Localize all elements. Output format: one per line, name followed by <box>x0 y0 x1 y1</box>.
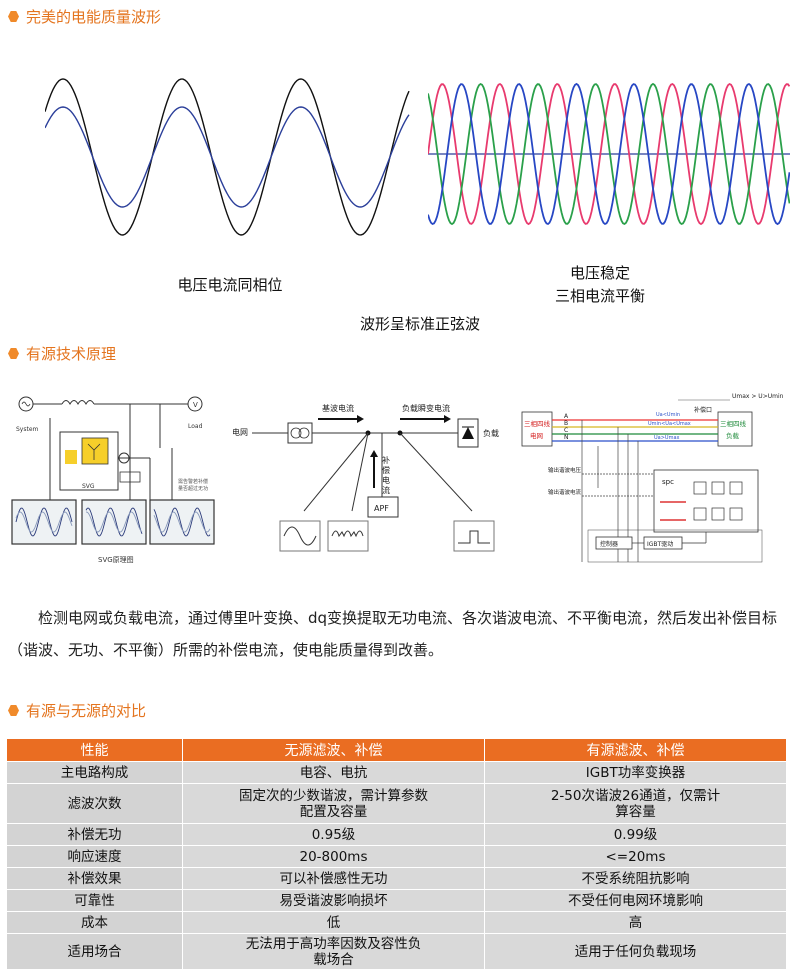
passive-cell: 20-800ms <box>182 845 485 868</box>
svg-text:Ua<Umin: Ua<Umin <box>656 412 680 418</box>
row-label-cell: 适用场合 <box>6 933 183 970</box>
apf-fundamental-label: 基波电流 <box>322 403 354 413</box>
waveform-center-caption: 波形呈标准正弦波 <box>359 315 480 333</box>
table-row: 补偿效果可以补偿感性无功不受系统阻抗影响 <box>6 867 787 890</box>
row-label-cell: 主电路构成 <box>6 761 183 784</box>
igbt-label: IGBT驱动 <box>647 541 673 548</box>
active-cell: 高 <box>484 911 787 934</box>
section-title-text: 完美的电能质量波形 <box>26 8 162 26</box>
hexagon-bullet-icon <box>8 348 19 359</box>
table-row: 成本低高 <box>6 911 787 934</box>
svg-system-label: System <box>16 426 39 433</box>
row-label-cell: 补偿效果 <box>6 867 183 890</box>
active-cell: IGBT功率变换器 <box>484 761 787 784</box>
row-label-cell: 滤波次数 <box>6 783 183 824</box>
table-row: 适用场合无法用于高功率因数及容性负载场合适用于任何负载现场 <box>6 933 787 970</box>
caption-line: 三相电流平衡 <box>554 287 645 305</box>
active-cell: 不受任何电网环境影响 <box>484 889 787 912</box>
header-cell-performance: 性能 <box>6 738 183 762</box>
phase-label-n: N <box>564 434 569 441</box>
table-header-row: 性能 无源滤波、补偿 有源滤波、补偿 <box>6 738 787 762</box>
load-label: 三相四线 <box>720 419 747 428</box>
apf-load-label: 负载 <box>483 428 499 438</box>
current-wave <box>45 106 410 208</box>
row-label-cell: 补偿无功 <box>6 823 183 846</box>
single-phase-waveform <box>45 78 410 236</box>
hexagon-bullet-icon <box>8 11 19 22</box>
section-title-waveform: 完美的电能质量波形 <box>8 6 161 27</box>
section-title-comparison: 有源与无源的对比 <box>8 700 146 721</box>
grid-label: 三相四线 <box>524 419 551 428</box>
apf-grid-label: 电网 <box>232 427 248 437</box>
svg-text:Umin<Ua<Umax: Umin<Ua<Umax <box>648 421 691 427</box>
header-cell-passive: 无源滤波、补偿 <box>182 738 485 762</box>
active-cell: 2-50次谐波26通道，仅需计算容量 <box>484 783 787 824</box>
svg-diagram-caption: SVG原理图 <box>98 556 134 564</box>
passive-cell: 电容、电抗 <box>182 761 485 784</box>
svg-module-label: SVG <box>82 483 95 490</box>
network-principle-diagram: 三相四线 电网 三相四线 负载 Umax > U>Umin 补偿口 A B C … <box>521 393 784 563</box>
svg-text:电: 电 <box>382 475 390 485</box>
svg-text:V: V <box>193 401 198 409</box>
waveform-right-caption: 电压稳定 三相电流平衡 <box>480 262 720 308</box>
row-label-cell: 可靠性 <box>6 889 183 912</box>
svg-note: 需告警若补偿 <box>178 478 208 485</box>
passive-cell: 低 <box>182 911 485 934</box>
row-label-cell: 成本 <box>6 911 183 934</box>
controller-label: 控制器 <box>600 540 618 548</box>
svg-principle-diagram: V System Load SVG 需告警若补偿 量否超过无功 SVG原理图 <box>11 396 215 564</box>
svg-text:电网: 电网 <box>530 431 543 440</box>
svg-text:偿: 偿 <box>382 465 390 475</box>
svg-text:负载: 负载 <box>726 431 740 440</box>
svg-text:流: 流 <box>382 485 390 495</box>
table-row: 可靠性易受谐波影响损坏不受任何电网环境影响 <box>6 889 787 912</box>
phase-c-wave <box>428 82 790 226</box>
waveform-left-caption: 电压电流同相位 <box>177 276 283 294</box>
passive-cell: 可以补偿感性无功 <box>182 867 485 890</box>
principle-paragraph: 检测电网或负载电流，通过傅里叶变换、dq变换提取无功电流、各次谐波电流、不平衡电… <box>8 609 778 659</box>
compensate-port-label: 补偿口 <box>694 406 712 414</box>
three-phase-waveform <box>428 82 790 226</box>
phase-label-b: B <box>564 420 568 427</box>
spc-label: spc <box>662 478 674 486</box>
voltage-wave <box>45 78 410 236</box>
section-title-text: 有源技术原理 <box>26 345 117 363</box>
section-title-text: 有源与无源的对比 <box>26 702 147 720</box>
passive-cell: 无法用于高功率因数及容性负载场合 <box>182 933 485 970</box>
active-cell: 0.99级 <box>484 823 787 846</box>
apf-box-label: APF <box>374 504 389 513</box>
caption-line: 电压稳定 <box>569 264 630 282</box>
phase-a-wave <box>428 82 790 226</box>
umax-label: Umax > U>Umin <box>732 393 784 400</box>
phase-label-a: A <box>564 413 569 420</box>
row-label-cell: 响应速度 <box>6 845 183 868</box>
svg-text:量否超过无功: 量否超过无功 <box>178 485 208 492</box>
apf-principle-diagram: 电网 负载 基波电流 负载瞬变电流 补 偿 电 流 APF <box>232 403 499 552</box>
input-label-voltage: 输出谐波电压 <box>548 466 582 474</box>
section-title-principle: 有源技术原理 <box>8 343 116 364</box>
active-cell: 适用于任何负载现场 <box>484 933 787 970</box>
hexagon-bullet-icon <box>8 705 19 716</box>
active-cell: 不受系统阻抗影响 <box>484 867 787 890</box>
header-cell-active: 有源滤波、补偿 <box>484 738 787 762</box>
input-label-current: 输出谐波电流 <box>548 488 582 496</box>
active-cell: <=20ms <box>484 845 787 868</box>
apf-transient-label: 负载瞬变电流 <box>402 403 450 413</box>
passive-cell: 易受谐波影响损坏 <box>182 889 485 912</box>
phase-label-c: C <box>564 427 568 434</box>
passive-cell: 0.95级 <box>182 823 485 846</box>
passive-cell: 固定次的少数谐波，需计算参数配置及容量 <box>182 783 485 824</box>
svg-text:Ua>Umax: Ua>Umax <box>654 435 680 441</box>
svg-load-label: Load <box>188 423 203 430</box>
apf-compensation-label: 补 <box>382 455 390 465</box>
